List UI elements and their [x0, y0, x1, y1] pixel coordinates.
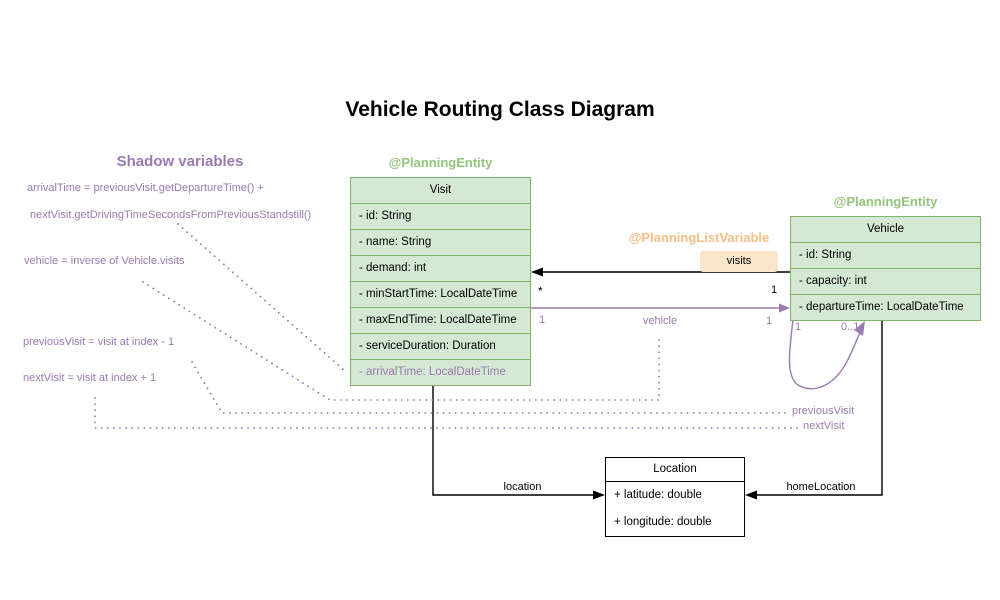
visit-field-maxendtime: - maxEndTime: LocalDateTime [351, 307, 530, 333]
vehicle-left-multiplicity: 1 [539, 314, 546, 326]
shadow-line-nextvisit: nextVisit = visit at index + 1 [23, 372, 157, 384]
location-class-table: Location + latitude: double + longitude:… [605, 457, 745, 537]
visit-field-arrivaltime: - arrivalTime: LocalDateTime [351, 359, 530, 385]
vehicle-field-departuretime: - departureTime: LocalDateTime [791, 294, 980, 320]
vehicle-class-table: Vehicle - id: String - capacity: int - d… [790, 216, 981, 321]
vehicle-association-label: vehicle [642, 315, 678, 327]
location-field-longitude: + longitude: double [614, 516, 712, 528]
vehicle-field-capacity: - capacity: int [791, 268, 980, 294]
shadow-line-vehicle: vehicle = inverse of Vehicle.visits [24, 255, 185, 267]
arrival-time-dotted-connector [177, 223, 346, 372]
next-visit-dotted-connector [94, 397, 799, 429]
next-visit-label: nextVisit [803, 420, 845, 432]
visit-field-id: - id: String [351, 203, 530, 229]
diagram-title: Vehicle Routing Class Diagram [345, 98, 655, 121]
visit-class-name: Visit [429, 184, 452, 196]
visits-target-multiplicity: * [538, 284, 543, 298]
visit-planning-entity-annotation: @PlanningEntity [388, 155, 493, 170]
shadow-line-previousvisit: previousVisit = visit at index - 1 [23, 336, 175, 348]
planning-list-variable-annotation: @PlanningListVariable [628, 230, 770, 245]
location-field-latitude: + latitude: double [614, 489, 702, 501]
home-location-arrowhead-icon [745, 490, 757, 500]
location-association-line [432, 385, 597, 496]
vehicle-class-name: Vehicle [866, 223, 905, 235]
vehicle-right-multiplicity: 1 [766, 315, 773, 327]
loop-left-multiplicity: 1 [795, 321, 802, 333]
loop-right-multiplicity: 0..1 [841, 321, 860, 333]
location-arrowhead-icon [593, 490, 605, 500]
visit-field-demand: - demand: int [351, 255, 530, 281]
visit-class-table: Visit - id: String - name: String - dema… [350, 177, 531, 386]
vehicle-arrowhead-icon [779, 303, 790, 313]
shadow-variables-heading: Shadow variables [116, 153, 244, 170]
visit-field-serviceduration: - serviceDuration: Duration [351, 333, 530, 359]
vehicle-planning-entity-annotation: @PlanningEntity [833, 194, 938, 209]
shadow-line-arrivaltime-2: nextVisit.getDrivingTimeSecondsFromPrevi… [30, 209, 312, 221]
visits-arrowhead-icon [531, 267, 543, 277]
home-location-association-label: homeLocation [786, 481, 856, 493]
vehicle-field-id: - id: String [791, 242, 980, 268]
previous-visit-label: previousVisit [792, 405, 855, 417]
shadow-line-arrivaltime-1: arrivalTime = previousVisit.getDeparture… [27, 182, 264, 194]
location-association-label: location [503, 481, 542, 493]
visits-source-multiplicity: 1 [771, 284, 778, 296]
visits-badge: visits [700, 251, 778, 272]
visit-field-minstarttime: - minStartTime: LocalDateTime [351, 281, 530, 307]
visit-field-name: - name: String [351, 229, 530, 255]
location-class-name: Location [606, 458, 744, 482]
